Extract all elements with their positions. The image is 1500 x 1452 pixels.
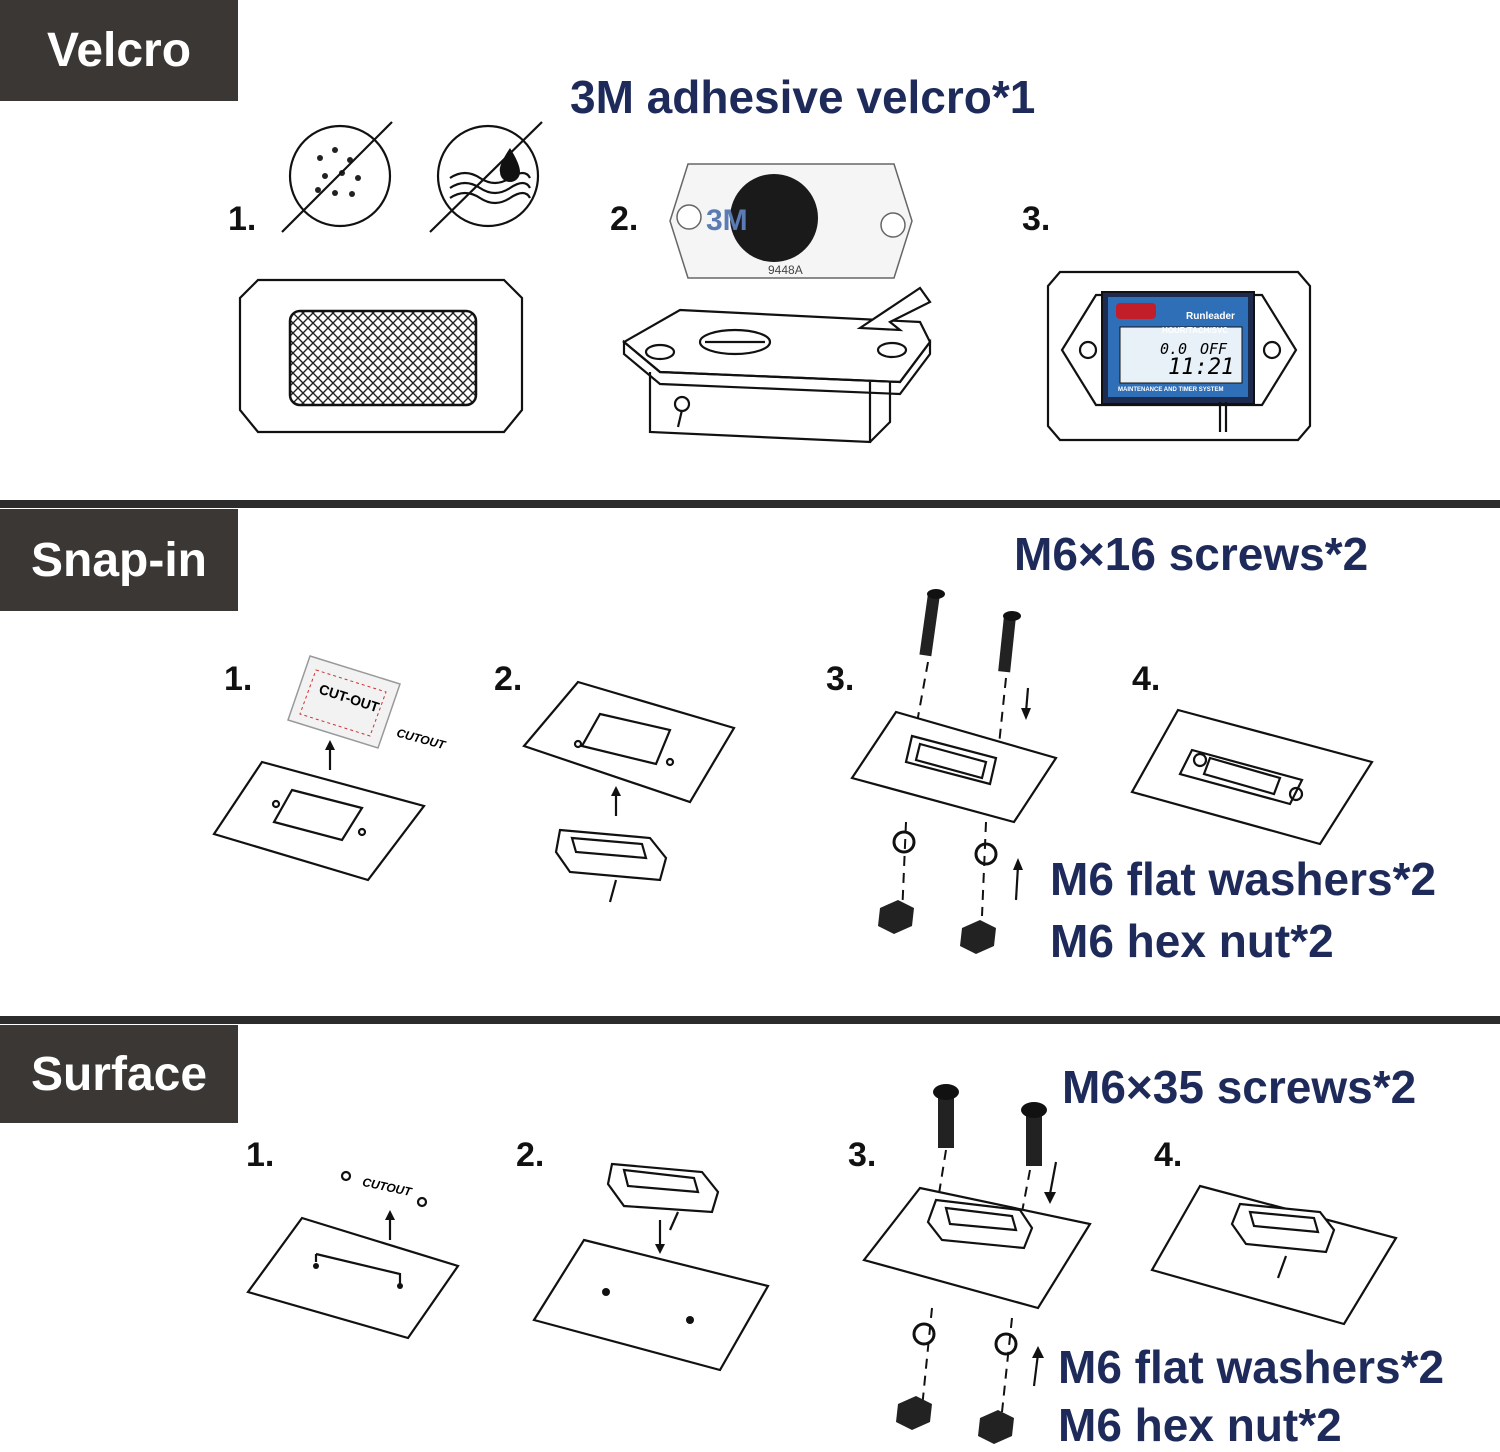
snapin-nuts-caption: M6 hex nut*2 (1050, 915, 1334, 967)
surface-step-4-number: 4. (1154, 1136, 1183, 1174)
surface-panel-1 (246, 1170, 460, 1340)
velcro-step-2-number: 2. (610, 200, 639, 238)
tape-code-print: 9448A (768, 263, 803, 277)
snapin-step-2-number: 2. (494, 660, 523, 698)
snapin-assembled (1130, 708, 1374, 846)
gauge-box-isometric (622, 286, 932, 444)
mounted-hour-meter (1046, 270, 1312, 442)
section-divider-2 (0, 1016, 1500, 1024)
device-footer: MAINTENANCE AND TIMER SYSTEM (1118, 387, 1224, 393)
device-reading: 0.0 (1160, 340, 1188, 358)
snapin-panel-1 (212, 740, 426, 882)
section-label-velcro: Velcro (0, 0, 238, 101)
surface-screws-caption: M6×35 screws*2 (1062, 1061, 1417, 1113)
section-label-surface: Surface (0, 1025, 238, 1123)
surface-washers-caption: M6 flat washers*2 (1058, 1341, 1445, 1393)
snapin-step-4-number: 4. (1132, 660, 1161, 698)
tape-3m-print: 3M (706, 204, 748, 237)
surface-step-3-number: 3. (848, 1136, 877, 1174)
snapin-step-1-number: 1. (224, 660, 253, 698)
snapin-screws-caption: M6×16 screws*2 (1014, 528, 1369, 580)
snapin-panel-2 (522, 680, 736, 903)
velcro-step-1-number: 1. (228, 200, 257, 238)
no-dust-icon (281, 121, 393, 233)
device-time: 11:21 (1168, 355, 1235, 380)
surface-panel-2 (532, 1162, 770, 1372)
velcro-mounting-plate (238, 278, 524, 434)
surface-step-2-number: 2. (516, 1136, 545, 1174)
no-water-icon (429, 121, 543, 233)
section-label-snap-in: Snap-in (0, 509, 238, 611)
surface-screw-assembly (862, 1084, 1092, 1444)
surface-step-1-number: 1. (246, 1136, 275, 1174)
surface-assembled (1150, 1184, 1398, 1326)
device-state: OFF (1200, 340, 1228, 358)
section-divider-1 (0, 500, 1500, 508)
surface-nuts-caption: M6 hex nut*2 (1058, 1399, 1342, 1451)
device-brand: Runleader (1186, 311, 1235, 322)
snapin-step-3-number: 3. (826, 660, 855, 698)
device-mode: HOUR/TACH/SVC (1162, 326, 1229, 335)
snapin-screw-assembly (850, 589, 1058, 954)
adhesive-velcro-tape: 3M 9448A (669, 163, 913, 279)
snapin-washers-caption: M6 flat washers*2 (1050, 853, 1437, 905)
velcro-caption: 3M adhesive velcro*1 (570, 71, 1036, 123)
velcro-step-3-number: 3. (1022, 200, 1051, 238)
cutout-template-card (287, 655, 401, 749)
